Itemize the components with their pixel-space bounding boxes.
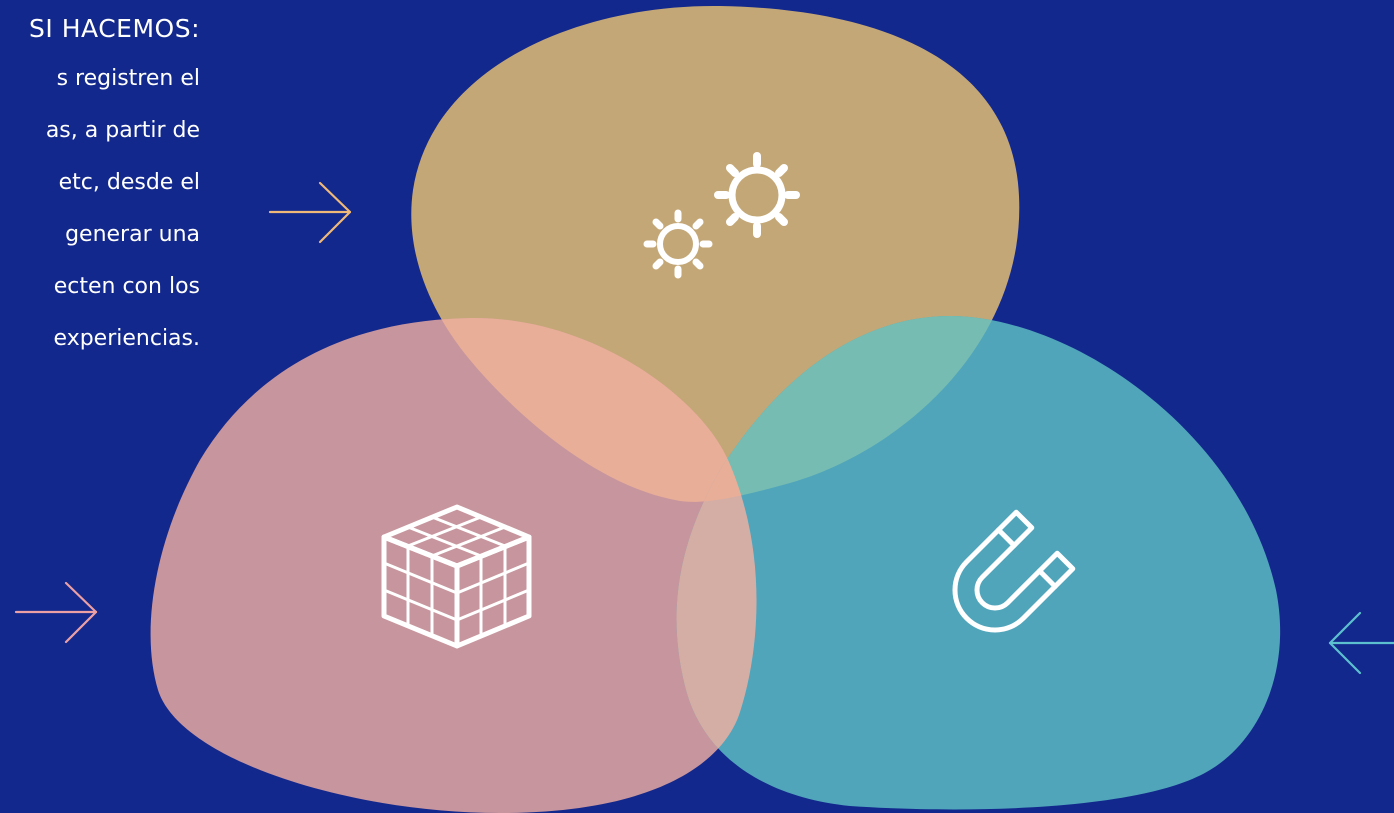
text-line-3: etc, desde el — [58, 170, 200, 195]
magnet-icon — [952, 509, 1076, 633]
arrow-right-pink-icon — [14, 581, 98, 644]
intro-text: SI HACEMOS: s registren el as, a partir … — [0, 14, 200, 378]
arrow-right-gold-icon — [268, 181, 352, 244]
text-line-6: experiencias. — [53, 326, 200, 351]
text-line-5: ecten con los — [53, 274, 200, 299]
arrow-left-teal-icon — [1328, 611, 1394, 675]
text-line-2: as, a partir de — [45, 118, 200, 143]
text-line-1: s registren el — [56, 66, 200, 91]
text-line-4: generar una — [65, 222, 200, 247]
cube-grid-icon — [381, 504, 532, 649]
gears-icon — [643, 152, 800, 279]
section-title: SI HACEMOS: — [29, 14, 200, 43]
